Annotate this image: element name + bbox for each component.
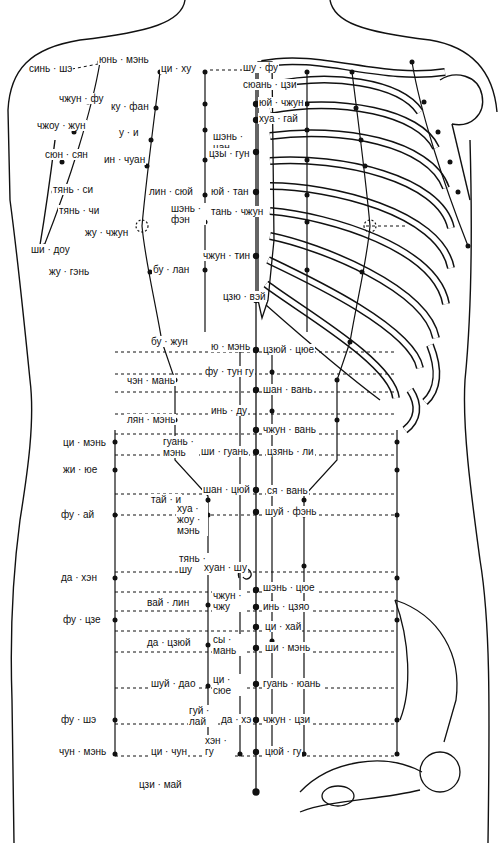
point-name: чжун · вань <box>262 424 317 435</box>
point-name: чун · мэнь <box>58 746 107 757</box>
point-name: ци · хай <box>264 621 302 632</box>
point-name: ку · фан <box>110 101 150 112</box>
point-name: юй · тан <box>210 186 250 197</box>
point-name: да · хэн <box>60 572 98 583</box>
point-name: инь · ду <box>210 405 248 416</box>
point-name: у · и <box>118 127 139 138</box>
point-name: жи · юе <box>62 464 98 475</box>
point-name: лин · сюй <box>148 186 194 197</box>
point-name: цзюй · цюе <box>262 344 315 355</box>
point-name: цзи · май <box>138 779 183 790</box>
point-name: чжун · тин <box>202 250 251 261</box>
point-name: чжоу · жун <box>36 120 87 131</box>
point-name: ци · ху <box>160 63 192 74</box>
point-name: фу · шэ <box>60 714 97 725</box>
point-name: ся · вань <box>266 485 309 496</box>
point-name: тань · чжун <box>210 206 264 217</box>
point-name: ю · мэнь <box>210 341 251 352</box>
point-name: хуа · гай <box>258 113 299 124</box>
point-name: инь · цзяо <box>262 601 310 612</box>
point-name: шу · фу <box>242 62 279 73</box>
point-name: сы · мань <box>212 634 244 656</box>
point-name: ци · мэнь <box>62 437 107 448</box>
point-name: юнь · мэнь <box>98 54 150 65</box>
point-name: жу · чжун <box>84 227 129 238</box>
point-name: шан · вань <box>262 384 314 395</box>
point-name: юй · чжун <box>258 97 305 108</box>
point-name: чжун · фу <box>58 93 105 104</box>
point-name: сюань · цзи <box>242 79 297 90</box>
point-name: шэнь · цюе <box>262 582 316 593</box>
point-name: цзю · вэй <box>222 291 267 302</box>
point-name: гуань · юань <box>262 678 322 689</box>
point-name: ци · чун <box>150 746 188 757</box>
point-name: хуа · жоу · мэнь <box>176 503 208 536</box>
point-name: да · хэ <box>220 714 252 725</box>
point-name: тянь · си <box>52 184 94 195</box>
point-name: шуй · дао <box>150 678 196 689</box>
point-name: фу · тун гу <box>204 366 255 377</box>
point-name: чжун · чжу <box>212 590 246 612</box>
point-name: ши · мэнь <box>264 642 311 653</box>
point-name: ши · гуань <box>200 446 249 457</box>
point-name: лян · мэнь <box>126 414 176 425</box>
point-name: фу · цзе <box>62 614 102 625</box>
point-name: гуань · мэнь <box>162 436 198 458</box>
point-name: жу · гэнь <box>48 266 90 277</box>
point-name: шан · цюй <box>202 484 251 495</box>
point-name: гуй · лай <box>188 705 218 727</box>
point-name: чжун · цзи <box>262 714 311 725</box>
point-name: цюй · гу <box>264 746 302 757</box>
point-name: вай · лин <box>146 597 190 608</box>
point-name: хэн · гу <box>204 735 234 757</box>
point-name: цзы · гун <box>208 148 250 159</box>
point-name: синь · шэ <box>28 63 73 74</box>
point-name: чэн · мань <box>126 375 176 386</box>
point-name: фу · ай <box>60 509 95 520</box>
point-name: бу · лан <box>152 264 190 275</box>
point-name: ци · сюе <box>212 674 244 696</box>
point-name: хуан · шу <box>203 562 248 573</box>
point-name: шэнь · фэн <box>170 203 206 225</box>
point-name: шуй · фэнь <box>264 506 318 517</box>
point-name: цзянь · ли <box>266 446 315 457</box>
point-name: бу · жун <box>150 336 189 347</box>
point-name: ин · чуан <box>103 154 146 165</box>
point-name: тянь · чи <box>58 205 100 216</box>
point-name: ши · доу <box>30 244 71 255</box>
point-name: сюн · сян <box>44 149 89 160</box>
point-name: да · цзюй <box>146 637 192 648</box>
